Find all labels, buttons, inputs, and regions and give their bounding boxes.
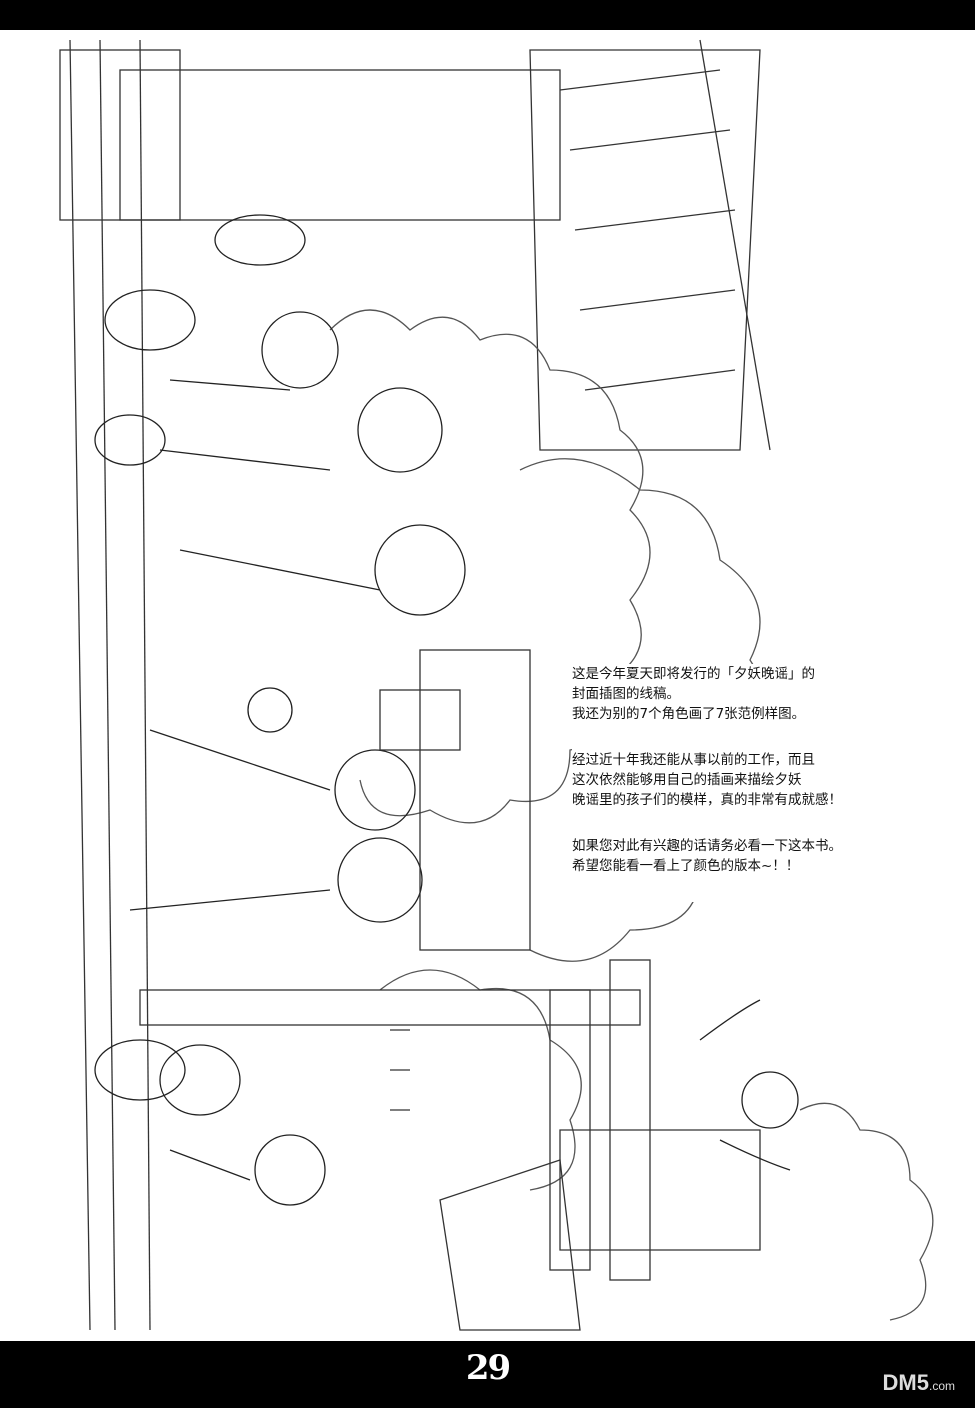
- watermark-text: DM5: [882, 1370, 929, 1395]
- caption-paragraph: 这是今年夏天即将发行的「夕妖晚谣」的 封面插图的线稿。 我还为别的7个角色画了7…: [572, 666, 815, 722]
- caption-paragraph: 如果您对此有兴趣的话请务必看一下这本书。 希望您能看一看上了颜色的版本~！！: [572, 838, 842, 874]
- caption-paragraph: 经过近十年我还能从事以前的工作，而且 这次依然能够用自己的插画来描绘夕妖 晚谣里…: [572, 752, 842, 808]
- watermark-suffix: .com: [928, 1379, 955, 1393]
- top-border: [0, 0, 975, 30]
- shrine-building: [59, 39, 771, 451]
- shrine-path: [69, 39, 151, 1331]
- caption-text: 这是今年夏天即将发行的「夕妖晚谣」的 封面插图的线稿。 我还为别的7个角色画了7…: [572, 664, 892, 902]
- page-number: 29: [465, 1348, 511, 1388]
- characters: [94, 214, 799, 1206]
- bottom-border: [0, 1341, 975, 1408]
- lanterns: [379, 649, 531, 1111]
- torii-gate: [139, 959, 761, 1331]
- watermark-logo: DM5.com: [883, 1370, 955, 1396]
- line-art-illustration: 这是今年夏天即将发行的「夕妖晚谣」的 封面插图的线稿。 我还为别的7个角色画了7…: [0, 30, 975, 1341]
